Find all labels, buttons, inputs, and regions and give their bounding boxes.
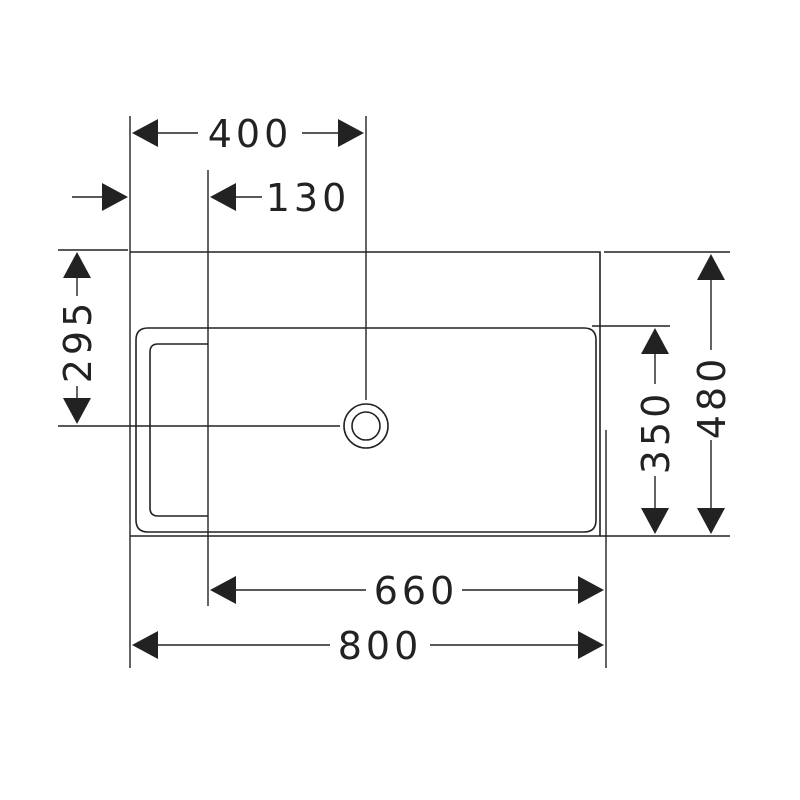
- dim-295-label: 295: [56, 299, 100, 384]
- dimension-480: 480: [690, 254, 734, 534]
- dimension-130: 130: [72, 176, 351, 220]
- dim-660-arrow-right: [578, 576, 604, 604]
- dim-480-label: 480: [690, 355, 734, 440]
- dim-660-arrow-left: [210, 576, 236, 604]
- dim-350-label: 350: [634, 390, 678, 475]
- dim-295-arrow-bottom: [63, 398, 91, 424]
- dim-130-arrow-left: [102, 183, 128, 211]
- dim-400-arrow-right: [338, 119, 364, 147]
- basin-outer-rim: [130, 251, 601, 537]
- basin-shelf: [149, 343, 208, 517]
- dimension-660: 660: [210, 569, 604, 613]
- dim-800-label: 800: [338, 624, 423, 668]
- dim-660-label: 660: [374, 569, 459, 613]
- dim-400-label: 400: [208, 112, 293, 156]
- basin-outline: [130, 251, 601, 537]
- dim-480-arrow-top: [697, 254, 725, 280]
- dimension-350: 350: [634, 328, 678, 534]
- dim-400-arrow-left: [132, 119, 158, 147]
- dimension-400: 400: [132, 112, 364, 156]
- dim-800-arrow-right: [578, 631, 604, 659]
- dim-800-arrow-left: [132, 631, 158, 659]
- dim-350-arrow-bottom: [641, 508, 669, 534]
- basin-bowl: [135, 327, 597, 533]
- dimension-295: 295: [56, 252, 100, 424]
- drain-outer-circle: [343, 403, 389, 449]
- dimension-800: 800: [132, 624, 604, 668]
- dim-130-label: 130: [266, 176, 351, 220]
- dim-480-arrow-bottom: [697, 508, 725, 534]
- extension-lines: [58, 116, 730, 668]
- drain-inner-circle: [351, 411, 381, 441]
- dim-130-arrow-right: [210, 183, 236, 211]
- dim-350-arrow-top: [641, 328, 669, 354]
- dim-295-arrow-top: [63, 252, 91, 278]
